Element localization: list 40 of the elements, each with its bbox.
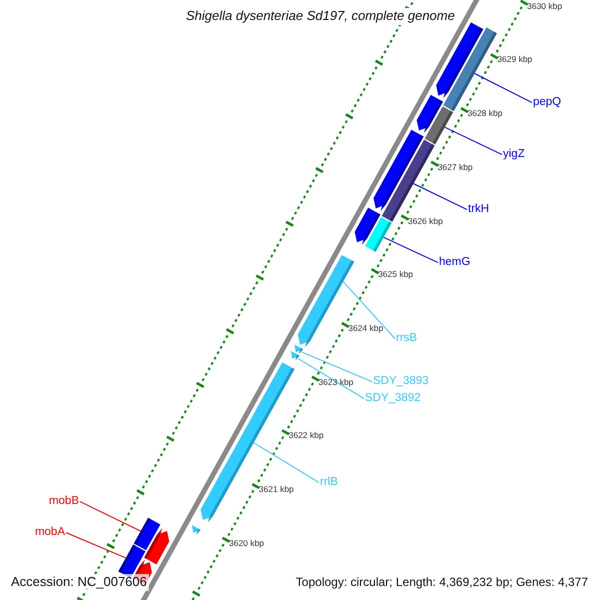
accession-label: Accession: NC_007606 [9, 574, 149, 591]
gene-bar [290, 350, 300, 360]
gene-bar [294, 344, 304, 354]
gene-label: mobB [48, 495, 79, 508]
leader-line [444, 126, 502, 156]
scale-label: 3630 kbp [527, 2, 562, 12]
scale-label: 3620 kbp [228, 538, 264, 549]
scale-label: 3627 kbp [438, 162, 473, 173]
gene-bar [192, 525, 201, 535]
scale-label: 3629 kbp [497, 55, 532, 66]
scale-label: 3624 kbp [348, 324, 384, 334]
leader-line [412, 183, 468, 210]
leader-line [298, 358, 364, 400]
gene-bar [443, 27, 497, 112]
gene-label: pepQ [533, 96, 562, 110]
gene-label: hemG [439, 256, 470, 270]
scale-label: 3626 kbp [408, 216, 443, 226]
leader-line [301, 352, 372, 382]
scale-label: 3622 kbp [288, 431, 324, 442]
gene-label: trkH [468, 203, 490, 216]
scale-label: 3623 kbp [318, 378, 354, 388]
leader-line [80, 501, 142, 532]
gene-bar [365, 217, 392, 252]
genome-summary: Topology: circular; Length: 4,369,232 bp; Genes: 4,377 [294, 575, 590, 591]
scale-label: 3628 kbp [468, 109, 502, 119]
gene-label: SDY_3893 [373, 375, 429, 388]
gene-label: mobA [34, 526, 65, 540]
gene-bar [424, 106, 454, 144]
gene-label: yigZ [503, 148, 525, 162]
gene-label: SDY_3892 [365, 392, 421, 406]
scale-label: 3625 kbp [378, 270, 414, 280]
leader-line [383, 236, 438, 264]
gene-label: rrlB [320, 476, 338, 490]
leader-line [474, 73, 532, 104]
leader-line [342, 281, 396, 340]
gene-bar [144, 528, 170, 564]
leader-line [66, 532, 126, 558]
leader-line [253, 442, 320, 484]
gene-label: rrsB [396, 332, 418, 346]
scale-label: 3621 kbp [258, 485, 294, 495]
